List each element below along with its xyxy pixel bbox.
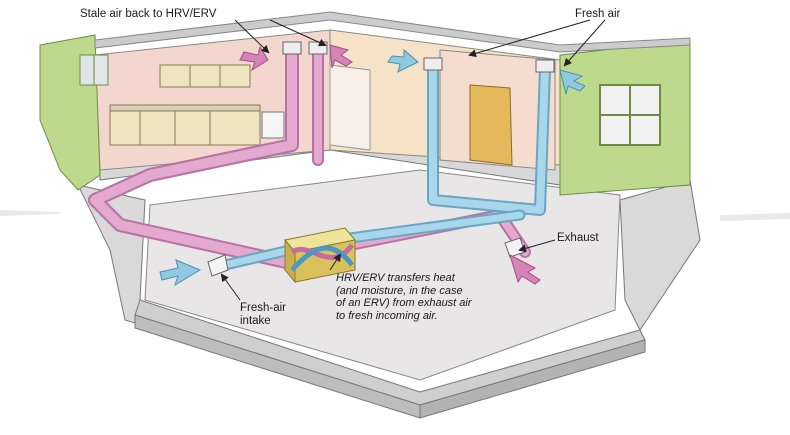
label-stale-air: Stale air back to HRV/ERV <box>80 8 217 20</box>
fresh-air-ducts <box>219 62 551 271</box>
hrv-erv-unit <box>284 227 356 284</box>
arrow-icon <box>159 259 202 287</box>
hrv-note-line: to fresh incoming air. <box>336 309 438 322</box>
arrow-icon <box>329 44 353 69</box>
label-exhaust: Exhaust <box>557 232 599 244</box>
left-exterior-wall <box>39 34 109 191</box>
intake-hood <box>207 254 229 277</box>
hrv-note-line: of an ERV) from exhaust air <box>336 297 472 309</box>
arrow-icon <box>387 48 419 73</box>
arrow-icon <box>509 254 541 285</box>
top-wall-edge <box>94 11 691 53</box>
kitchen-cabinets <box>109 64 285 146</box>
label-fresh-air-intake-line1: Fresh-air <box>240 302 287 314</box>
label-fresh-air: Fresh air <box>575 8 621 20</box>
airflow-arrows <box>159 44 586 287</box>
vent-registers <box>282 41 555 73</box>
leader-lines <box>220 19 606 301</box>
hrv-note-line: (and moisture, in the case <box>336 284 463 297</box>
right-exterior-wall <box>559 39 691 196</box>
hrv-note-line: HRV/ERV transfers heat <box>336 272 455 284</box>
ground <box>0 210 790 221</box>
hrv-erv-note: HRV/ERV transfers heat (and moisture, in… <box>336 272 472 322</box>
arrow-icon <box>559 69 586 95</box>
label-fresh-air-intake-line2: intake <box>240 315 271 327</box>
label-fresh-air-intake: Fresh-air intake <box>240 302 286 328</box>
